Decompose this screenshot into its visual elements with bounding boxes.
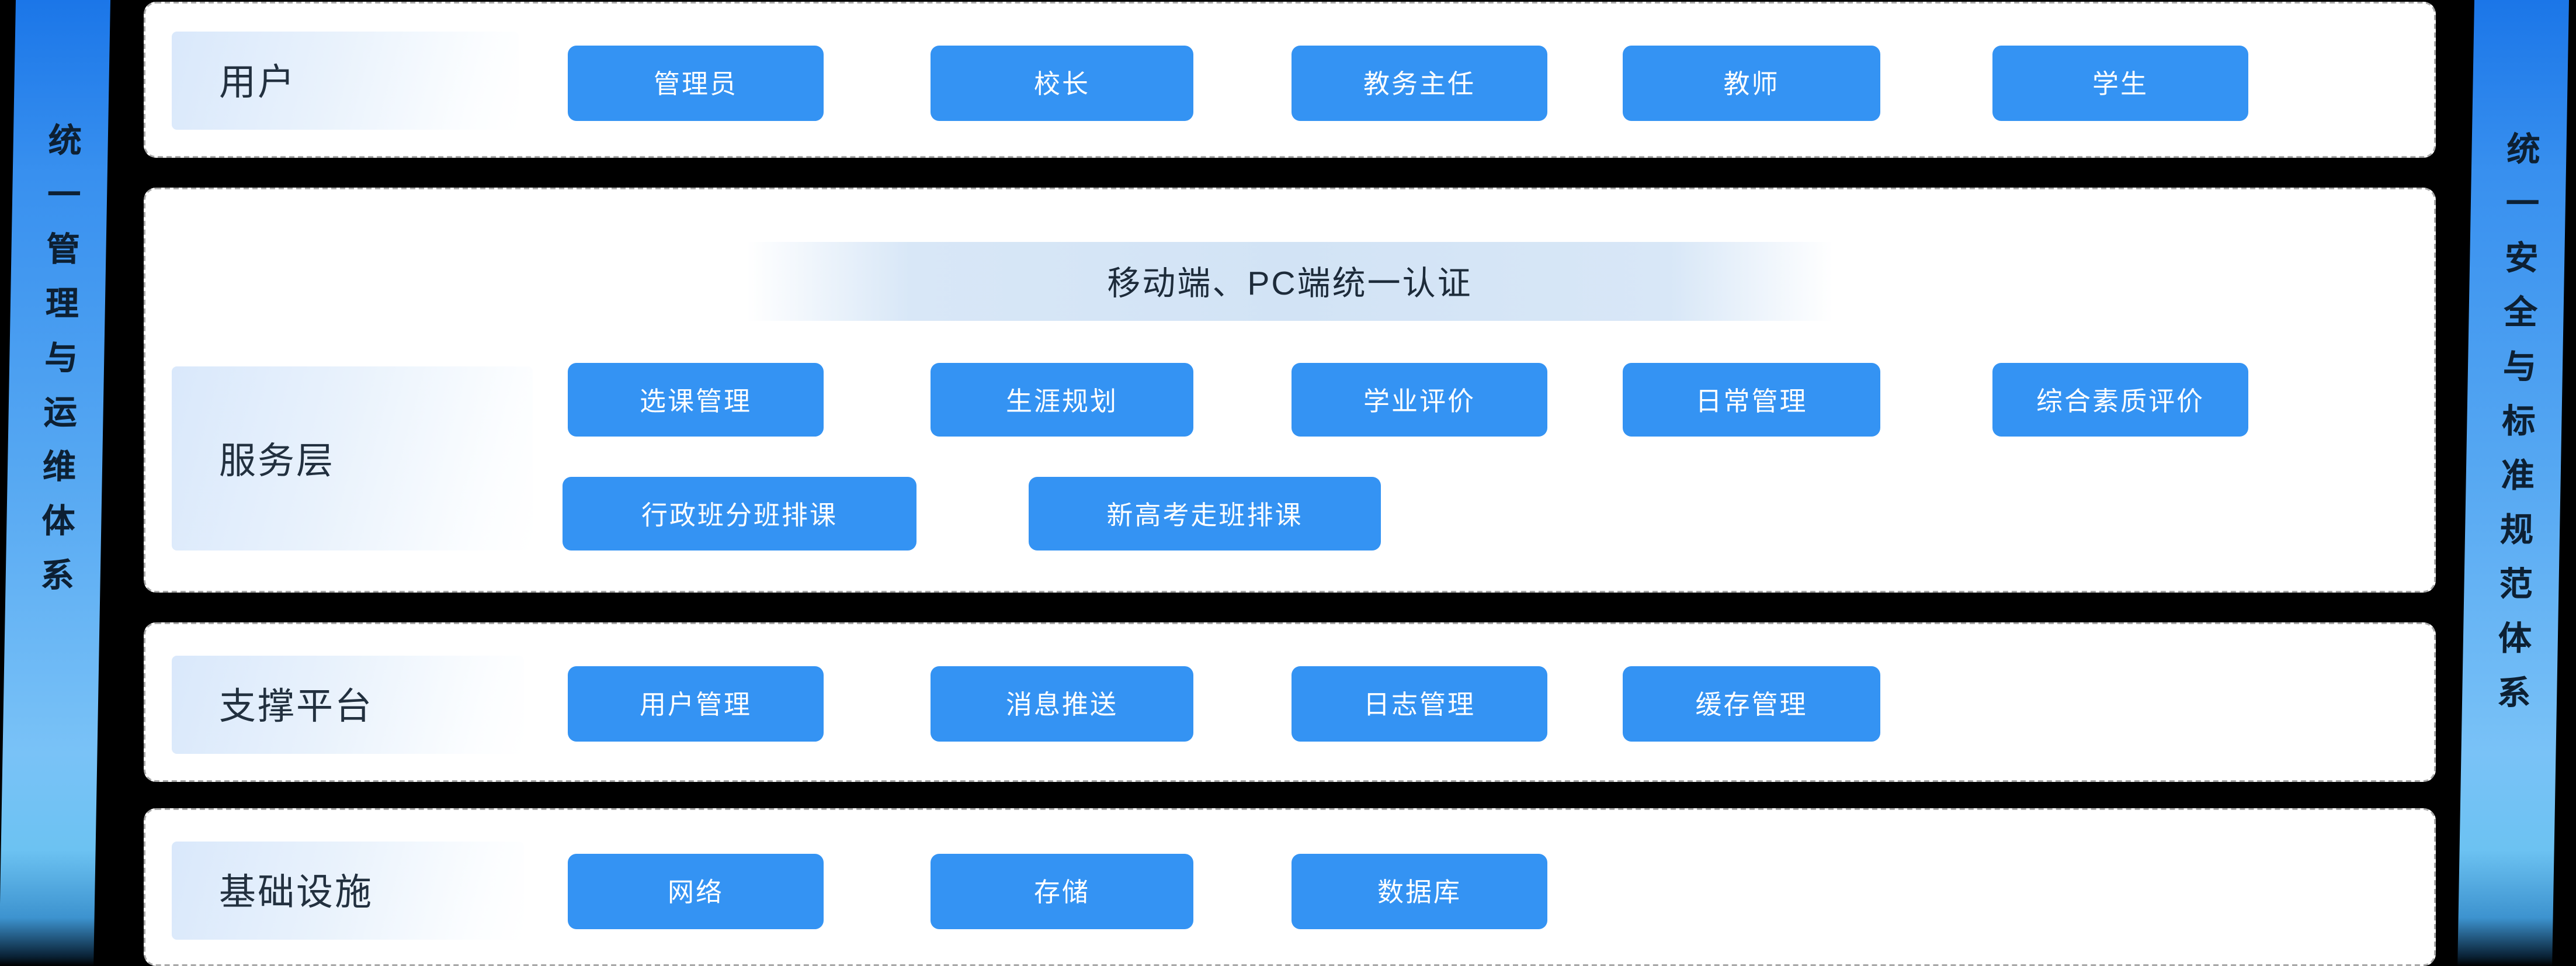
node-admin-class-scheduling: 行政班分班排课	[563, 477, 916, 550]
node-gaokao-elective-scheduling: 新高考走班排课	[1029, 477, 1381, 550]
node-user-management: 用户管理	[568, 666, 824, 742]
node-student: 学生	[1992, 46, 2248, 121]
node-dean-of-studies: 教务主任	[1292, 46, 1547, 121]
node-daily-management: 日常管理	[1623, 363, 1880, 437]
node-comprehensive-quality-evaluation: 综合素质评价	[1992, 363, 2248, 437]
node-course-selection: 选课管理	[568, 363, 824, 437]
panel-service-layer: 移动端、PC端统一认证 服务层 选课管理 生涯规划 学业评价 日常管理 综合素质…	[144, 188, 2436, 593]
node-career-planning: 生涯规划	[931, 363, 1193, 437]
unified-auth-banner: 移动端、PC端统一认证	[747, 242, 1833, 321]
right-ribbon-label: 统一安全与标准规范体系	[2491, 131, 2539, 729]
right-ribbon-unified-security: 统一安全与标准规范体系	[2457, 0, 2569, 966]
node-log-management: 日志管理	[1292, 666, 1547, 742]
node-teacher: 教师	[1623, 46, 1880, 121]
node-cache-management: 缓存管理	[1623, 666, 1880, 742]
node-academic-evaluation: 学业评价	[1292, 363, 1547, 437]
node-admin: 管理员	[568, 46, 824, 121]
node-database: 数据库	[1292, 854, 1547, 929]
panel-support-platform: 支撑平台 用户管理 消息推送 日志管理 缓存管理	[144, 622, 2436, 782]
service-layer-label: 服务层	[172, 366, 533, 550]
users-layer-label: 用户	[172, 32, 519, 130]
infrastructure-label: 基础设施	[172, 842, 524, 940]
support-platform-label: 支撑平台	[172, 656, 524, 754]
panel-users-layer: 用户 管理员 校长 教务主任 教师 学生	[144, 2, 2436, 158]
left-ribbon-unified-management: 统一管理与运维体系	[0, 0, 111, 966]
left-ribbon-label: 统一管理与运维体系	[34, 123, 81, 612]
node-message-push: 消息推送	[931, 666, 1193, 742]
node-network: 网络	[568, 854, 824, 929]
node-principal: 校长	[931, 46, 1193, 121]
panel-infrastructure: 基础设施 网络 存储 数据库	[144, 808, 2436, 966]
node-storage: 存储	[931, 854, 1193, 929]
